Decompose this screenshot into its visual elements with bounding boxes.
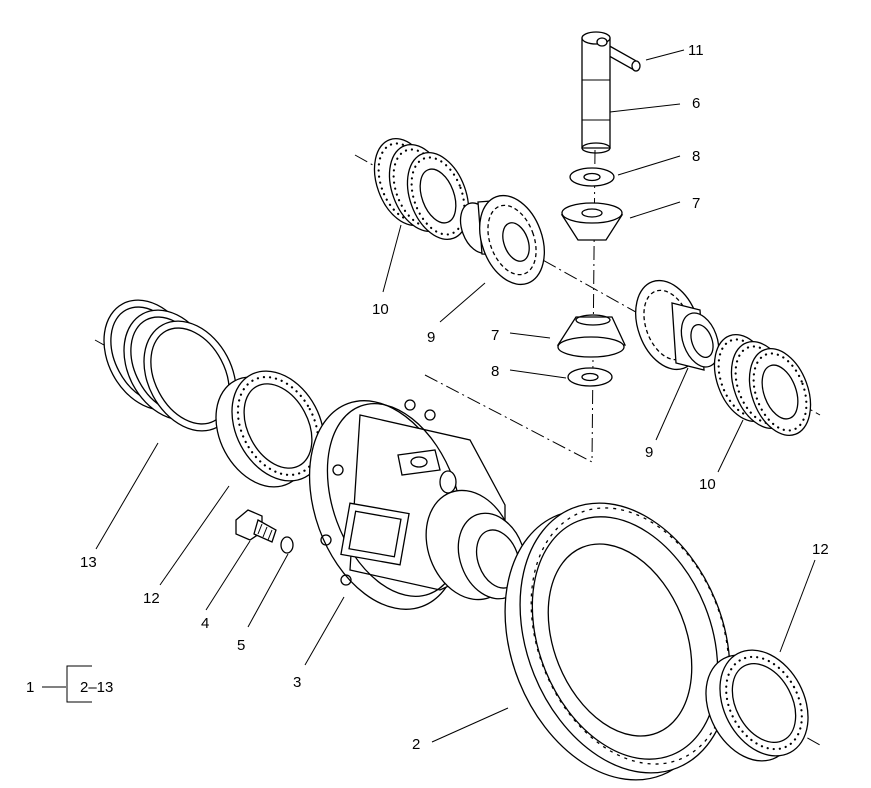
callout-13: 13 [80,554,97,571]
bearing-right-12 [705,649,809,762]
assembly-range: 2–13 [80,679,113,696]
differential-case-3 [308,399,527,610]
callout-12-right: 12 [812,541,829,558]
shim-rings-13 [103,299,237,432]
callout-7-upper: 7 [692,195,700,212]
clutch-discs-10-upper [373,137,470,241]
bearing-left-12 [215,370,325,488]
callout-3: 3 [293,674,301,691]
pinion-gear-7-upper [560,202,624,241]
callout-8-lower: 8 [491,363,499,380]
ring-gear-2 [504,502,731,781]
assembly-number: 1 [26,679,34,696]
side-gear-9-lower [635,279,720,371]
callout-2: 2 [412,736,420,753]
thrust-washer-8-lower [567,367,613,387]
callout-10-upper: 10 [372,301,389,318]
callout-9-upper: 9 [427,329,435,346]
assembly-key: 1 2–13 [26,665,113,703]
callout-8-upper: 8 [692,148,700,165]
callout-7-lower: 7 [491,327,499,344]
callout-4: 4 [201,615,209,632]
callout-numbers: 11 6 8 7 10 9 7 8 9 10 12 13 12 4 5 3 2 [80,42,829,753]
callout-12-left: 12 [143,590,160,607]
side-gear-9-upper [459,194,545,286]
pinion-gear-7-lower [556,314,627,358]
callout-9-lower: 9 [645,444,653,461]
callout-10-lower: 10 [699,476,716,493]
thrust-washer-8-upper [569,167,615,187]
callout-5: 5 [237,637,245,654]
lock-washer-5 [280,536,294,554]
callout-11: 11 [688,42,704,59]
cross-shaft-6 [581,31,611,154]
callout-6: 6 [692,95,700,112]
leader-lines [95,49,816,743]
bolt-4 [235,509,277,543]
clutch-discs-10-lower [713,333,812,437]
